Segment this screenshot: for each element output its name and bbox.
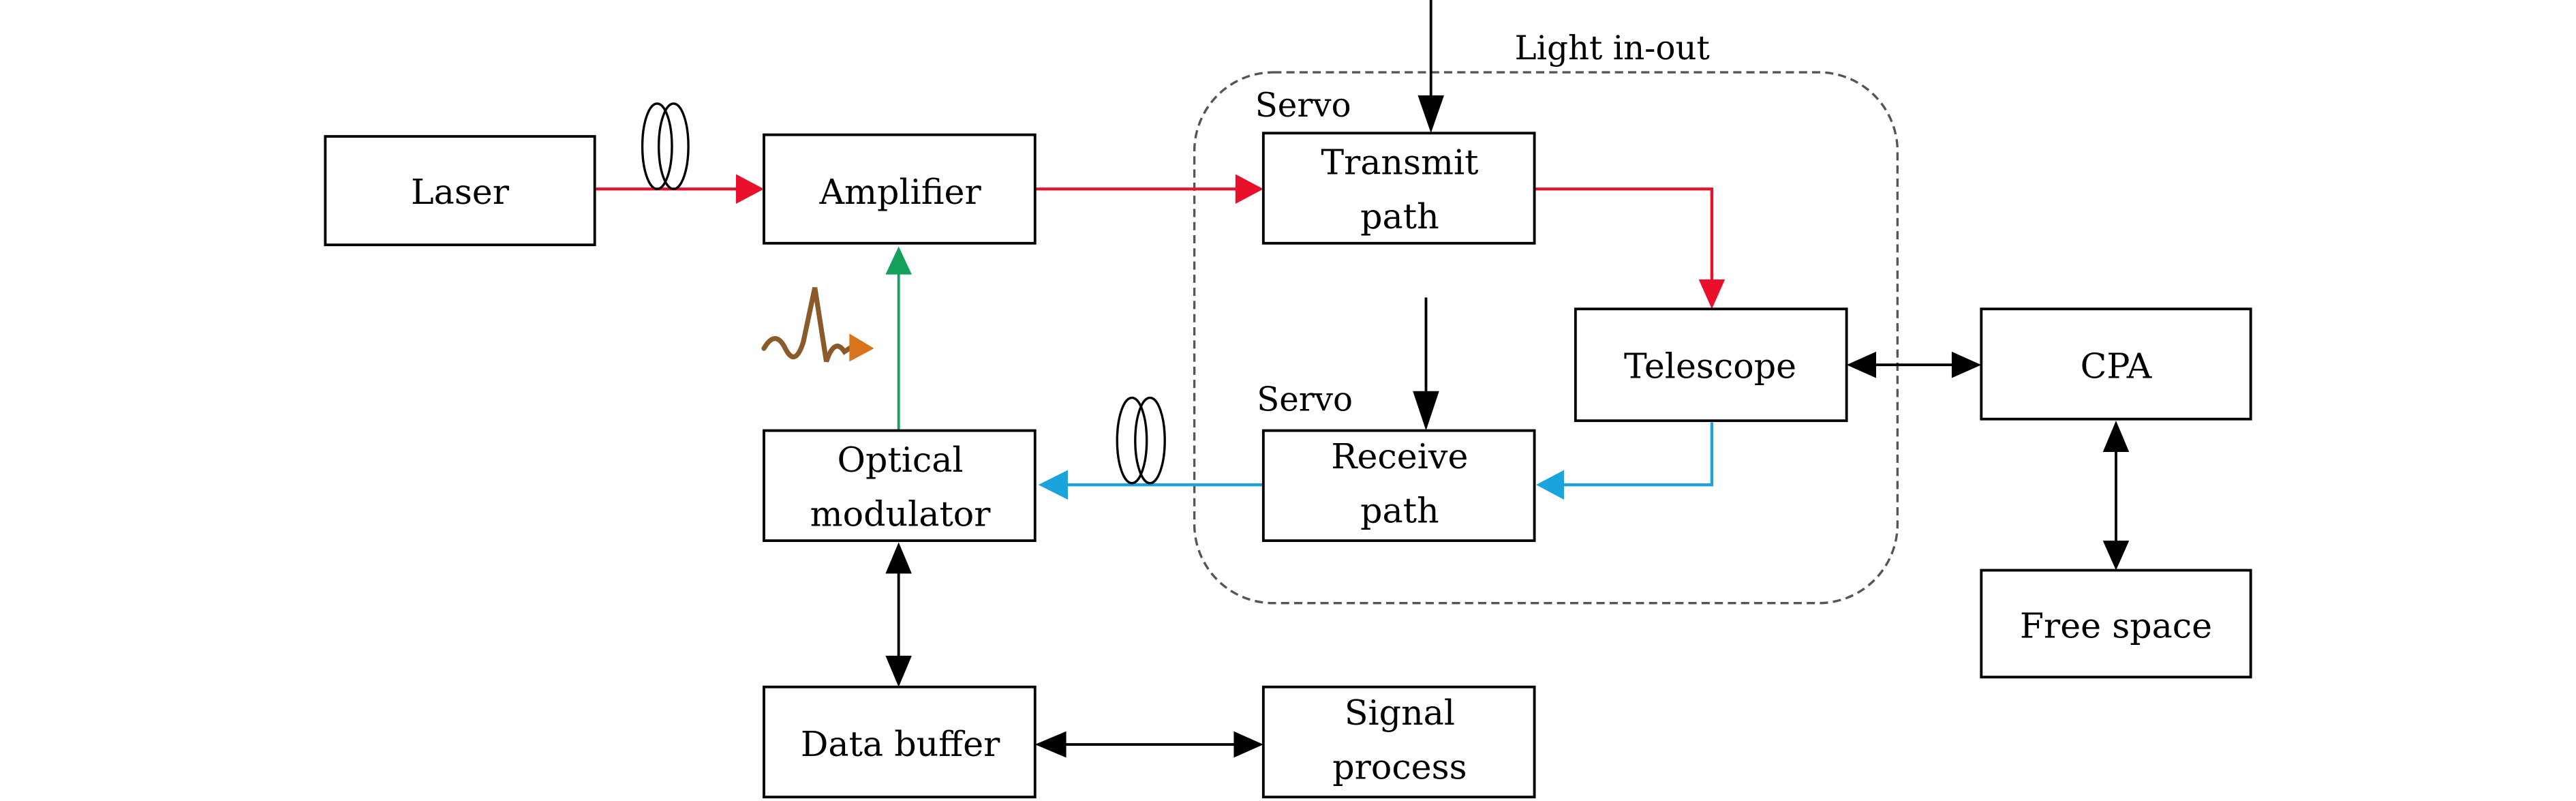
svg-text:Free space: Free space [2020, 605, 2212, 646]
svg-text:Amplifier: Amplifier [818, 172, 981, 212]
svg-text:Laser: Laser [411, 172, 510, 212]
svg-text:Receive: Receive [1331, 436, 1468, 477]
node-cpa: CPA [1980, 307, 2252, 421]
node-amplifier: Amplifier [763, 133, 1037, 245]
light-in-out-label: Light in-out [1515, 29, 1710, 67]
svg-text:Optical: Optical [838, 440, 964, 480]
svg-text:CPA: CPA [2081, 346, 2153, 386]
node-optical-modulator: Optical modulator [763, 429, 1037, 543]
arrowhead-black [1846, 351, 1982, 378]
svg-text:Signal: Signal [1345, 693, 1455, 733]
svg-text:Transmit: Transmit [1321, 142, 1478, 183]
svg-text:path: path [1360, 196, 1439, 237]
node-transmit-path: Transmit path [1261, 132, 1536, 245]
node-receive-path: Receive path [1261, 429, 1536, 543]
servo-top-label: Servo [1255, 87, 1351, 125]
node-laser: Laser [324, 135, 596, 247]
transmit-to-telescope-line [1534, 187, 1714, 283]
svg-text:Telescope: Telescope [1624, 346, 1796, 386]
fiber-coil-icon [641, 102, 690, 190]
svg-text:path: path [1360, 491, 1439, 531]
svg-text:modulator: modulator [810, 494, 992, 534]
arrowhead-black [1417, 95, 1445, 134]
arrowhead-red [736, 174, 764, 204]
node-telescope: Telescope [1574, 307, 1848, 423]
arrowhead-black [1413, 391, 1439, 431]
arrowhead-blue [1038, 470, 1068, 500]
svg-text:process: process [1332, 747, 1467, 787]
light-in-out-group [1193, 71, 1899, 605]
arrowhead-black [885, 542, 912, 687]
servo-bottom-label: Servo [1257, 381, 1353, 419]
arrowhead-green [885, 246, 912, 275]
arrowhead-blue [1536, 470, 1564, 500]
telescope-to-receive-line [1561, 422, 1714, 487]
node-free-space: Free space [1980, 569, 2252, 679]
svg-text:Data buffer: Data buffer [801, 724, 1000, 764]
node-data-buffer: Data buffer [763, 685, 1037, 799]
node-signal-process: Signal process [1261, 685, 1536, 799]
fiber-coil-icon [1116, 396, 1166, 485]
arrowhead-red [1235, 174, 1263, 204]
arrowhead-black [2102, 421, 2130, 571]
signal-waveform-icon [761, 287, 874, 363]
arrowhead-red [1698, 279, 1726, 309]
